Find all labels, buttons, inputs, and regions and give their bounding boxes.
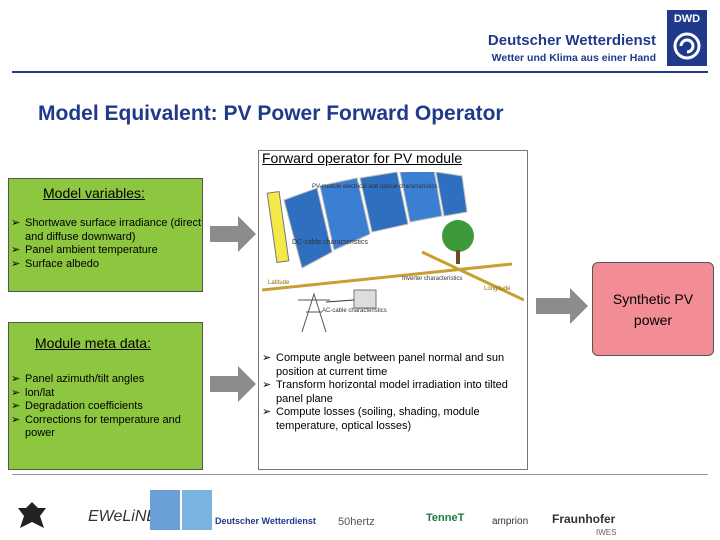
eweline-logo: EWeLiNE (88, 508, 158, 525)
dc-cable-label: DC-cable characteristics (292, 239, 368, 246)
page-title: Model Equivalent: PV Power Forward Opera… (38, 102, 504, 125)
solar-panels (266, 172, 468, 269)
variable-item: ➢Surface albedo (11, 257, 99, 270)
ac-cable-label: AC-cable characteristics (322, 308, 387, 314)
latitude-axis (262, 262, 513, 292)
longitude-axis (421, 250, 524, 302)
synthetic-pv-output: Synthetic PV power (592, 262, 714, 356)
header-divider (12, 71, 708, 73)
tennet-logo: TenneT (426, 512, 465, 524)
step-item: ➢Transform horizontal model irradiation … (262, 379, 508, 405)
footer-divider (12, 474, 708, 475)
meta-item: ➢Panel azimuth/tilt angles (11, 373, 145, 385)
pylon-icon (298, 292, 330, 333)
arrow-right-icon (536, 288, 588, 324)
50hertz-logo: 50hertz (338, 516, 375, 528)
output-line1: Synthetic PV (612, 291, 694, 307)
org-name: Deutscher Wetterdienst (487, 32, 656, 49)
arrow-right-icon (210, 366, 256, 402)
pv-characteristics-label: PV-module electrical and optical charact… (312, 184, 437, 190)
variable-item: ➢Shortwave surface irradiance (direct an… (11, 217, 202, 243)
forward-operator-heading: Forward operator for PV module (262, 150, 462, 166)
model-variables-heading: Model variables: (43, 185, 145, 201)
amprion-logo: amprion (492, 516, 529, 527)
meta-item: ➢Degradation coefficients (11, 400, 143, 412)
org-tagline: Wetter und Klima aus einer Hand (491, 52, 656, 64)
arrow-right-icon (210, 216, 256, 252)
pv-module-diagram: DC-cable characteristics PV-module elect… (262, 172, 524, 333)
output-line2: power (633, 312, 673, 328)
variable-item: ➢Panel ambient temperature (11, 244, 158, 256)
sky-photo (150, 490, 180, 530)
longitude-label: Longitude (484, 286, 511, 292)
forward-steps: ➢Compute angle between panel normal and … (262, 352, 524, 433)
tree-icon (442, 220, 474, 252)
model-variables-box: Model variables: ➢Shortwave surface irra… (8, 178, 203, 292)
step-item: ➢Compute losses (soiling, shading, modul… (262, 406, 480, 432)
step-item: ➢Compute angle between panel normal and … (262, 352, 505, 378)
dwd-logo: DWD (667, 10, 707, 66)
meta-item: ➢Corrections for temperature and power (11, 413, 181, 440)
module-meta-box: Module meta data: ➢Panel azimuth/tilt an… (8, 322, 203, 470)
meta-item: ➢lon/lat (11, 386, 55, 399)
federal-eagle-icon (14, 498, 50, 539)
dwd-footer-logo: Deutscher Wetterdienst (215, 516, 316, 526)
iwes-logo: IWES (596, 528, 617, 537)
fraunhofer-logo: Fraunhofer (552, 512, 616, 526)
module-meta-heading: Module meta data: (35, 335, 151, 351)
latitude-label: Latitude (268, 280, 290, 286)
swirl-icon (673, 32, 701, 60)
wind-photo (182, 490, 212, 530)
inverter-label: Inverter characteristics (402, 276, 462, 282)
dwd-logo-text: DWD (673, 13, 701, 25)
inverter-icon (353, 289, 377, 309)
